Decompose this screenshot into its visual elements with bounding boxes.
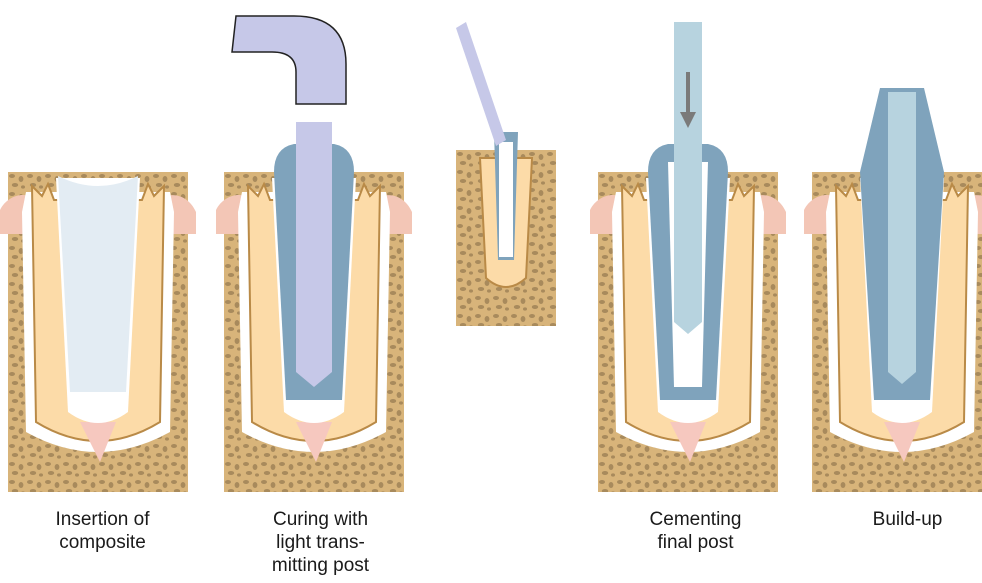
tooth-panel-1 (0, 172, 196, 492)
caption-line: final post (613, 531, 778, 554)
caption-cementing-final-post: Cementing final post (613, 508, 778, 554)
final-post (674, 22, 702, 334)
tooth-panel-4 (804, 88, 982, 492)
caption-line: Cementing (613, 508, 778, 531)
tooth-panel-2 (216, 122, 412, 492)
caption-insertion-of-composite: Insertion of composite (20, 508, 185, 554)
caption-line: Insertion of (20, 508, 185, 531)
tooth-panel-3 (456, 22, 556, 326)
caption-build-up: Build-up (825, 508, 982, 531)
caption-line: light trans- (238, 531, 403, 554)
composite-uncured (58, 176, 138, 392)
caption-line: composite (20, 531, 185, 554)
light-transmitting-post (296, 122, 332, 387)
removed-post (456, 22, 506, 146)
caption-line: mitting post (238, 554, 403, 577)
caption-line: Curing with (238, 508, 403, 531)
caption-curing-with-light-transmitting-post: Curing with light trans- mitting post (238, 508, 403, 577)
final-post (888, 92, 916, 384)
curing-light-guide (232, 16, 346, 104)
post-space (499, 142, 513, 257)
caption-line: Build-up (825, 508, 982, 531)
